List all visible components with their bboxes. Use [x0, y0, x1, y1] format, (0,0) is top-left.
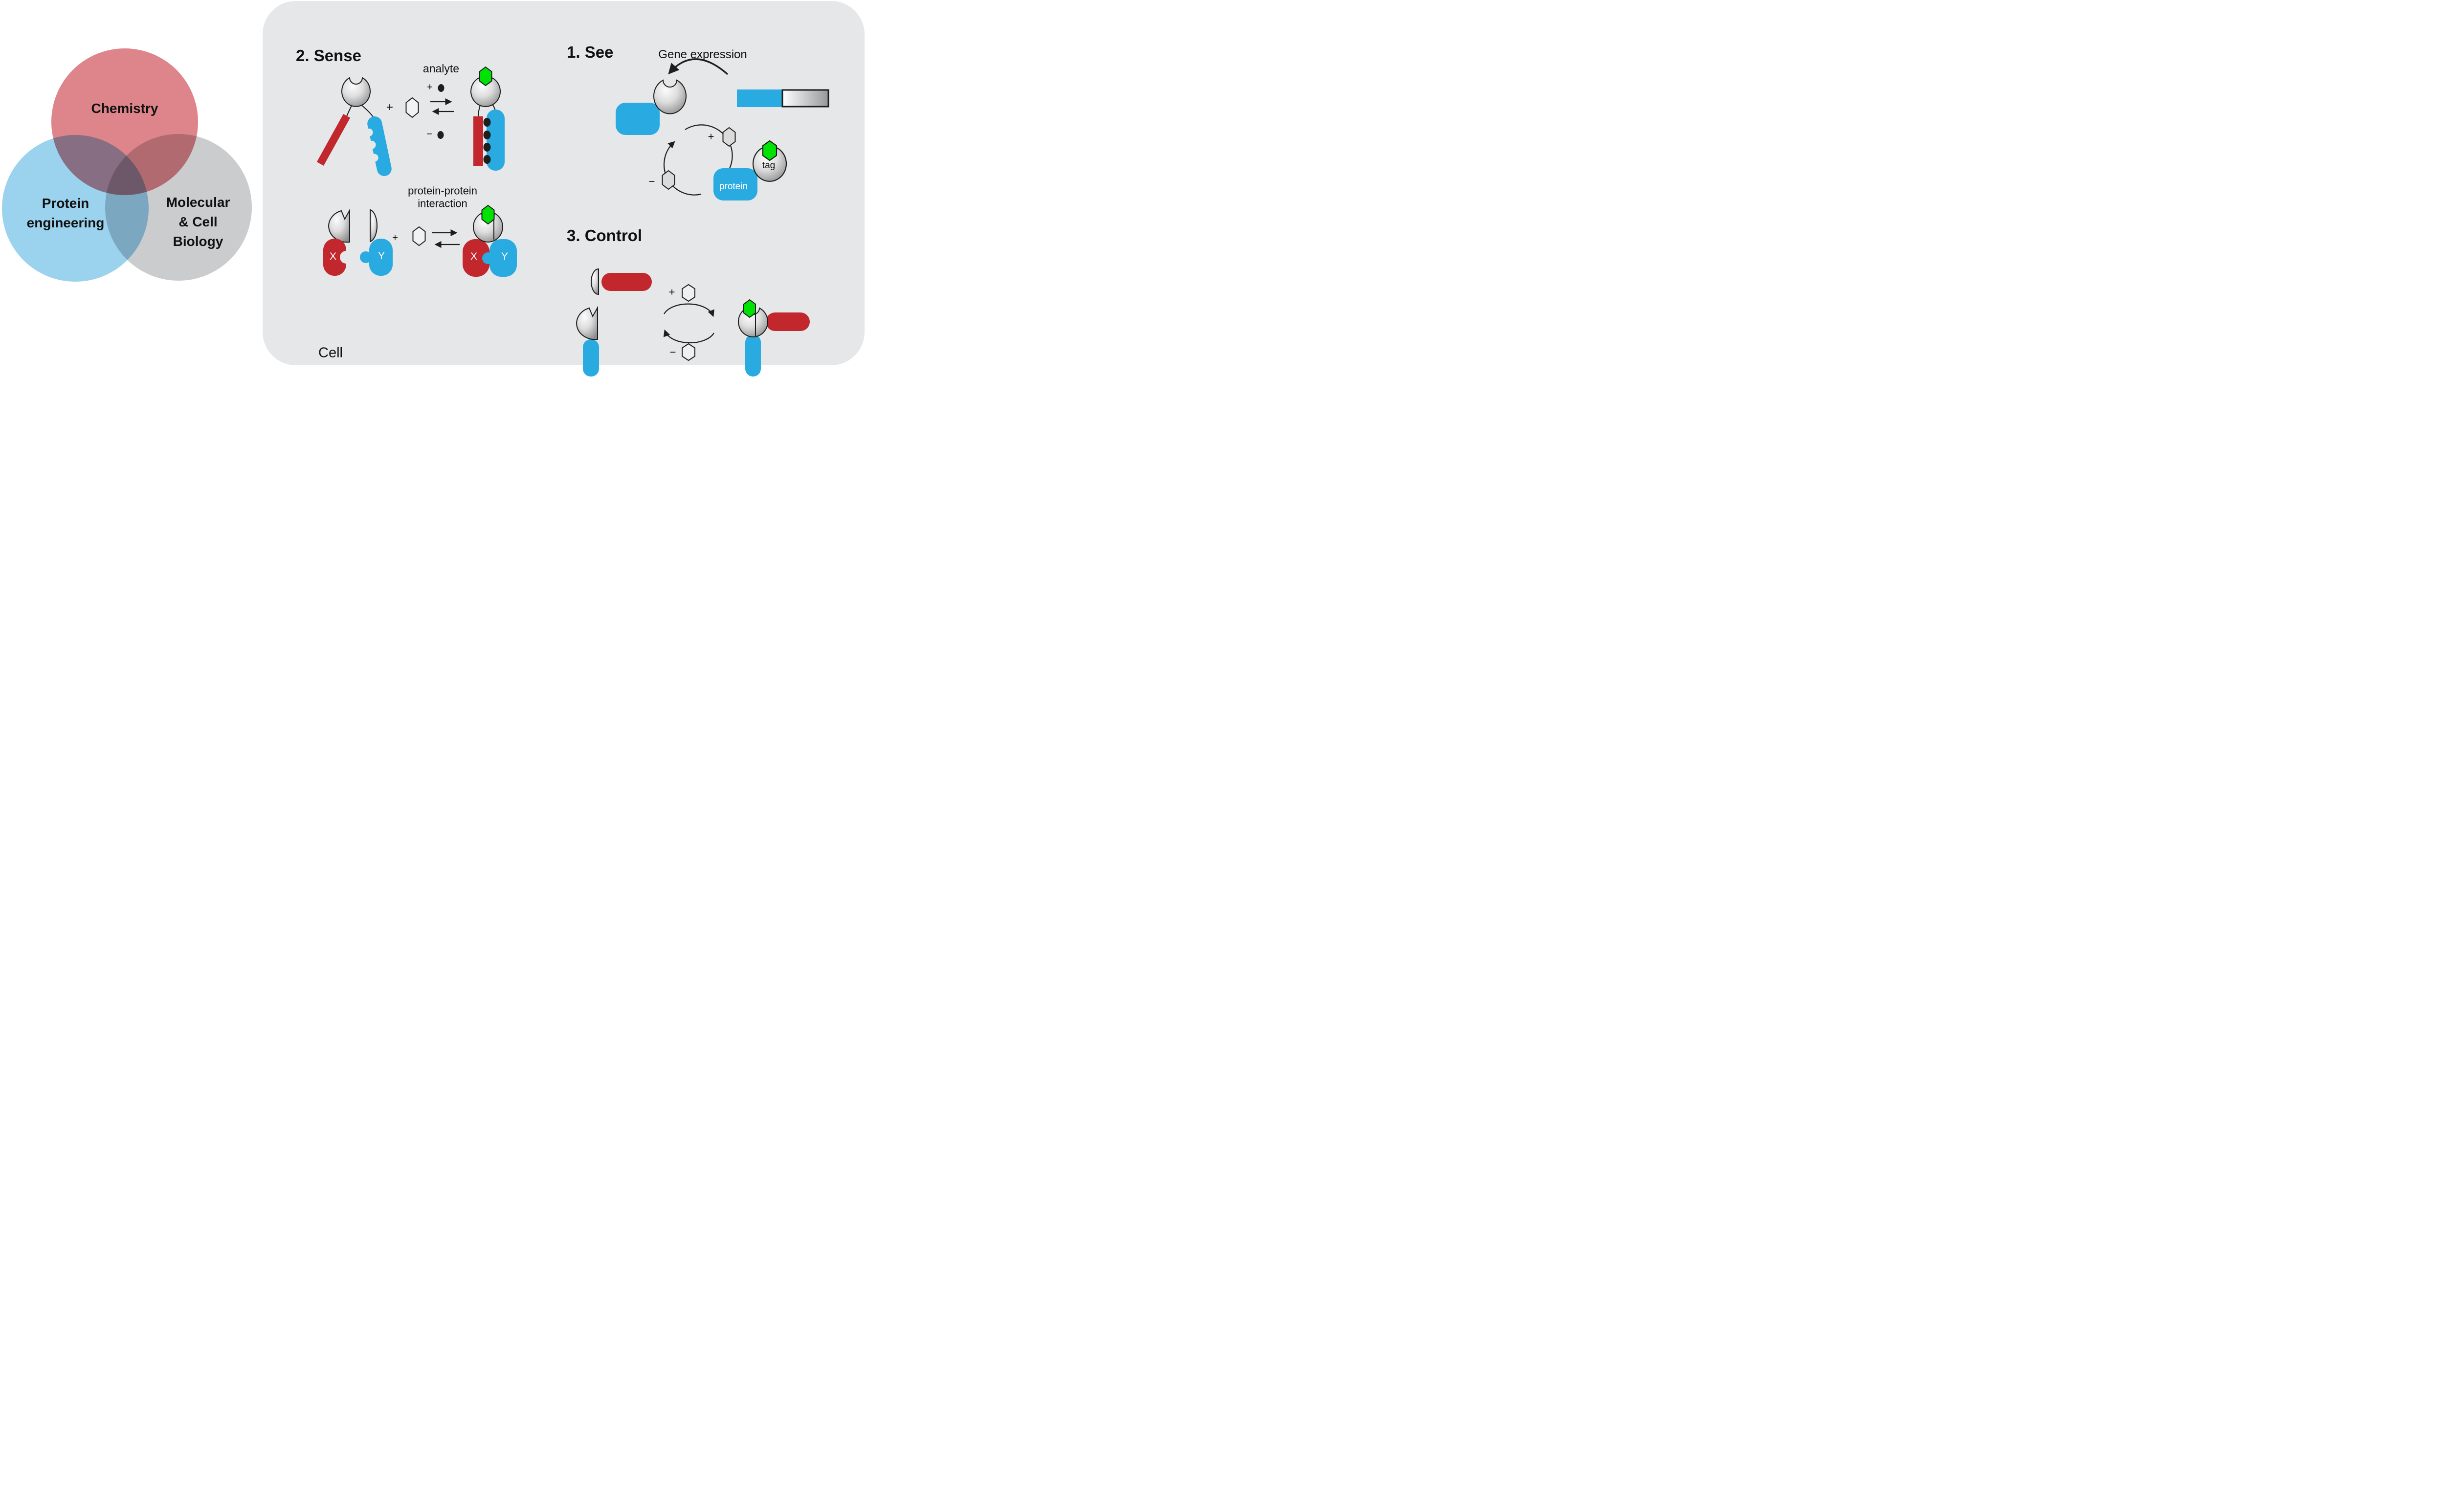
venn-label-chemistry: Chemistry: [91, 100, 158, 116]
cell-membrane-box: [263, 1, 865, 365]
venn-circle-molecular-cell-biology: [105, 134, 252, 281]
plus-symbol: +: [708, 130, 714, 143]
plus-symbol: +: [668, 286, 675, 298]
figure-canvas: Chemistry Protein engineering Molecular …: [0, 0, 867, 378]
gene-expression-label: Gene expression: [658, 48, 747, 62]
protein-x-label: X: [329, 250, 337, 262]
tag-label: tag: [762, 160, 776, 171]
ppi-label-line1: protein-protein: [408, 184, 477, 197]
panel-title-see: 1. See: [567, 43, 614, 61]
plus-symbol: +: [427, 82, 433, 93]
cell-label: Cell: [318, 345, 343, 361]
minus-symbol: −: [648, 175, 655, 188]
venn-label-protein-engineering-line1: Protein: [42, 195, 89, 211]
plus-symbol: +: [386, 101, 394, 114]
venn-label-mcb-line3: Biology: [173, 234, 223, 249]
ppi-label: protein-protein interaction: [408, 185, 477, 211]
venn-label-mcb-line1: Molecular: [166, 194, 230, 210]
plus-symbol: +: [392, 232, 398, 244]
minus-symbol: −: [669, 346, 676, 358]
venn-label-protein-engineering: Protein engineering: [27, 194, 105, 233]
protein-label: protein: [719, 181, 748, 192]
panel-title-control: 3. Control: [567, 226, 642, 245]
protein-y-label: Y: [501, 250, 509, 262]
analyte-label: analyte: [422, 62, 460, 75]
venn-label-molecular-cell-biology: Molecular & Cell Biology: [166, 193, 230, 251]
venn-label-mcb-line2: & Cell: [178, 214, 218, 229]
ppi-label-line2: interaction: [418, 198, 467, 210]
venn-label-protein-engineering-line2: engineering: [26, 215, 105, 230]
minus-symbol: −: [426, 129, 432, 140]
protein-x-label: X: [470, 250, 478, 262]
panel-title-sense: 2. Sense: [296, 46, 361, 65]
protein-y-label: Y: [378, 250, 385, 262]
